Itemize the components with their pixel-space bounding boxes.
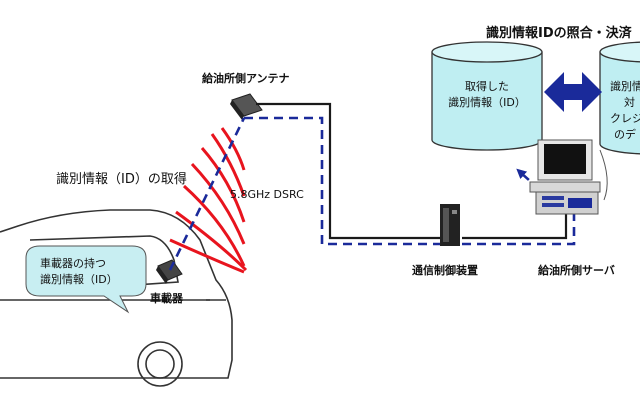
- server-computer: [529, 139, 608, 215]
- frequency-label: 5.8GHz DSRC: [230, 188, 304, 201]
- server-label: 給油所側サーバ: [538, 264, 615, 277]
- controller-device: [440, 204, 460, 246]
- database-acquired-id: [431, 41, 543, 151]
- exchange-arrow: [544, 72, 602, 112]
- right-db-line-3: クレジ: [610, 112, 640, 125]
- antenna-device: [230, 93, 263, 120]
- right-db-line-4: のデ: [614, 128, 636, 141]
- bubble-line-1: 車載器の持つ: [40, 257, 106, 270]
- signal-waves: [169, 127, 248, 274]
- controller-label: 通信制御装置: [412, 264, 478, 277]
- car-outline: [0, 209, 233, 387]
- left-db-line-1: 取得した: [465, 80, 509, 93]
- database-credit-data: [599, 41, 640, 155]
- onboard-unit-label: 車載器: [150, 292, 183, 305]
- left-db-line-2: 識別情報（ID）: [448, 96, 526, 109]
- right-db-line-2: 対: [624, 96, 635, 109]
- top-title: 識別情報IDの照合・決済: [486, 26, 632, 41]
- right-db-line-1: 識別情: [610, 80, 640, 93]
- communication-cable: [256, 102, 568, 240]
- id-acquire-label: 識別情報（ID）の取得: [56, 172, 187, 187]
- id-bubble: [25, 245, 147, 314]
- antenna-label: 給油所側アンテナ: [202, 72, 290, 85]
- bubble-line-2: 識別情報（ID）: [40, 273, 118, 286]
